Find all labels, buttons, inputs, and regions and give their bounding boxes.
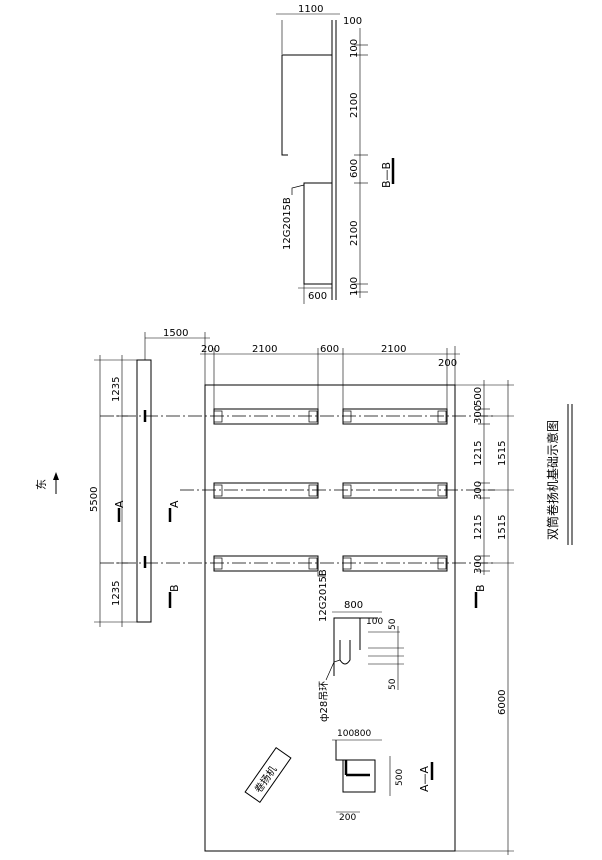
bb-channel-label: 12G2015B <box>282 197 293 250</box>
bb-upper-block <box>281 54 332 156</box>
bb-dim-600-bottom: 600 <box>308 291 327 302</box>
beam-2-right-cap-b <box>437 484 447 497</box>
beam-3-right-cap-a <box>342 557 352 570</box>
beam-2-left <box>213 482 319 499</box>
section-bb-label: B—B <box>380 162 393 188</box>
beam-1-right <box>342 408 448 425</box>
dim-1215-b: 1215 <box>473 515 484 540</box>
bb-lower-block <box>303 182 332 285</box>
detail-dim-100: 100 <box>366 617 383 627</box>
ring-leader <box>325 659 341 681</box>
detail-dim-800: 800 <box>344 600 363 611</box>
marker-b-left: B <box>168 584 181 592</box>
detail-bracket <box>333 617 378 676</box>
aa-block <box>342 759 376 793</box>
bb-dim-600: 600 <box>349 159 360 178</box>
aa-dim-800: 800 <box>354 729 371 739</box>
dim-300-r3: 300 <box>473 555 484 574</box>
beam-3-left-cap-b <box>308 557 318 570</box>
north-arrowhead <box>53 472 59 480</box>
beam-1-right-cap-a <box>342 410 352 423</box>
dim-1515-a: 1515 <box>497 441 508 466</box>
dim-5500: 5500 <box>89 487 100 512</box>
winch-tag-box <box>244 747 292 803</box>
beam-3-left <box>213 555 319 572</box>
beam-2-right-cap-a <box>342 484 352 497</box>
side-strip <box>136 359 152 623</box>
dim-300-r1: 300 <box>473 405 484 424</box>
dim-1235-bottom: 1235 <box>111 581 122 606</box>
marker-b-right: B <box>474 584 487 592</box>
section-aa-label: A—A <box>418 765 431 792</box>
dim-6000: 6000 <box>497 690 508 715</box>
bb-channel-leader <box>291 184 305 195</box>
beam-3-right-cap-b <box>437 557 447 570</box>
bb-dim-100-b: 100 <box>349 277 360 296</box>
winch-tag: 卷扬机 <box>244 747 292 803</box>
dim-300-r2: 300 <box>473 481 484 500</box>
marker-a-left: A <box>113 500 126 508</box>
beam-2-left-cap-a <box>213 484 223 497</box>
dim-2100-right: 2100 <box>381 344 406 355</box>
beam-1-right-cap-b <box>437 410 447 423</box>
beam-3-left-cap-a <box>213 557 223 570</box>
detail-dim-50-b: 50 <box>388 678 398 690</box>
dim-1235-top: 1235 <box>111 377 122 402</box>
beam-2-right <box>342 482 448 499</box>
beam-3-right <box>342 555 448 572</box>
aa-dim-200: 200 <box>339 813 356 823</box>
dim-200-left: 200 <box>201 344 220 355</box>
dim-200-right: 200 <box>438 358 457 369</box>
beam-1-left-cap-b <box>308 410 318 423</box>
dim-600-mid: 600 <box>320 344 339 355</box>
section-bb-view: 1100 100 100 2100 600 2100 100 B—B 12G20… <box>276 4 395 304</box>
detail-channel-label: 12G2015B <box>318 569 329 622</box>
winch-label: 卷扬机 <box>252 763 280 795</box>
bb-dim-100-top: 100 <box>343 16 362 27</box>
beam-1-left <box>213 408 319 425</box>
aa-dim-100: 100 <box>337 729 354 739</box>
detail-ring-hook <box>339 640 351 665</box>
dim-1215-a: 1215 <box>473 441 484 466</box>
dim-1515-b: 1515 <box>497 515 508 540</box>
marker-a-right: A <box>168 500 181 508</box>
detail-dim-50-a: 50 <box>388 618 398 630</box>
aa-edge <box>335 740 343 761</box>
dim-2100-left: 2100 <box>252 344 277 355</box>
foundation-outline <box>204 384 456 852</box>
north-label: 东 <box>35 479 48 490</box>
bb-dim-2100-a: 2100 <box>349 93 360 118</box>
detail-channel-leader <box>317 572 326 577</box>
bb-dim-2100-b: 2100 <box>349 221 360 246</box>
beam-2-left-cap-b <box>308 484 318 497</box>
plan-view: 200 2100 600 2100 200 1500 5500 1235 123… <box>35 328 573 855</box>
bb-dim-1100: 1100 <box>298 4 323 15</box>
dim-1500: 1500 <box>163 328 188 339</box>
drawing-title: 双筒卷扬机基础示意图 <box>545 420 560 540</box>
beam-1-left-cap-a <box>213 410 223 423</box>
ring-label: ф28吊环 <box>318 681 330 722</box>
dim-500-right: 500 <box>473 387 484 406</box>
aa-dim-500: 500 <box>395 769 405 786</box>
bb-dim-100-a: 100 <box>349 39 360 58</box>
